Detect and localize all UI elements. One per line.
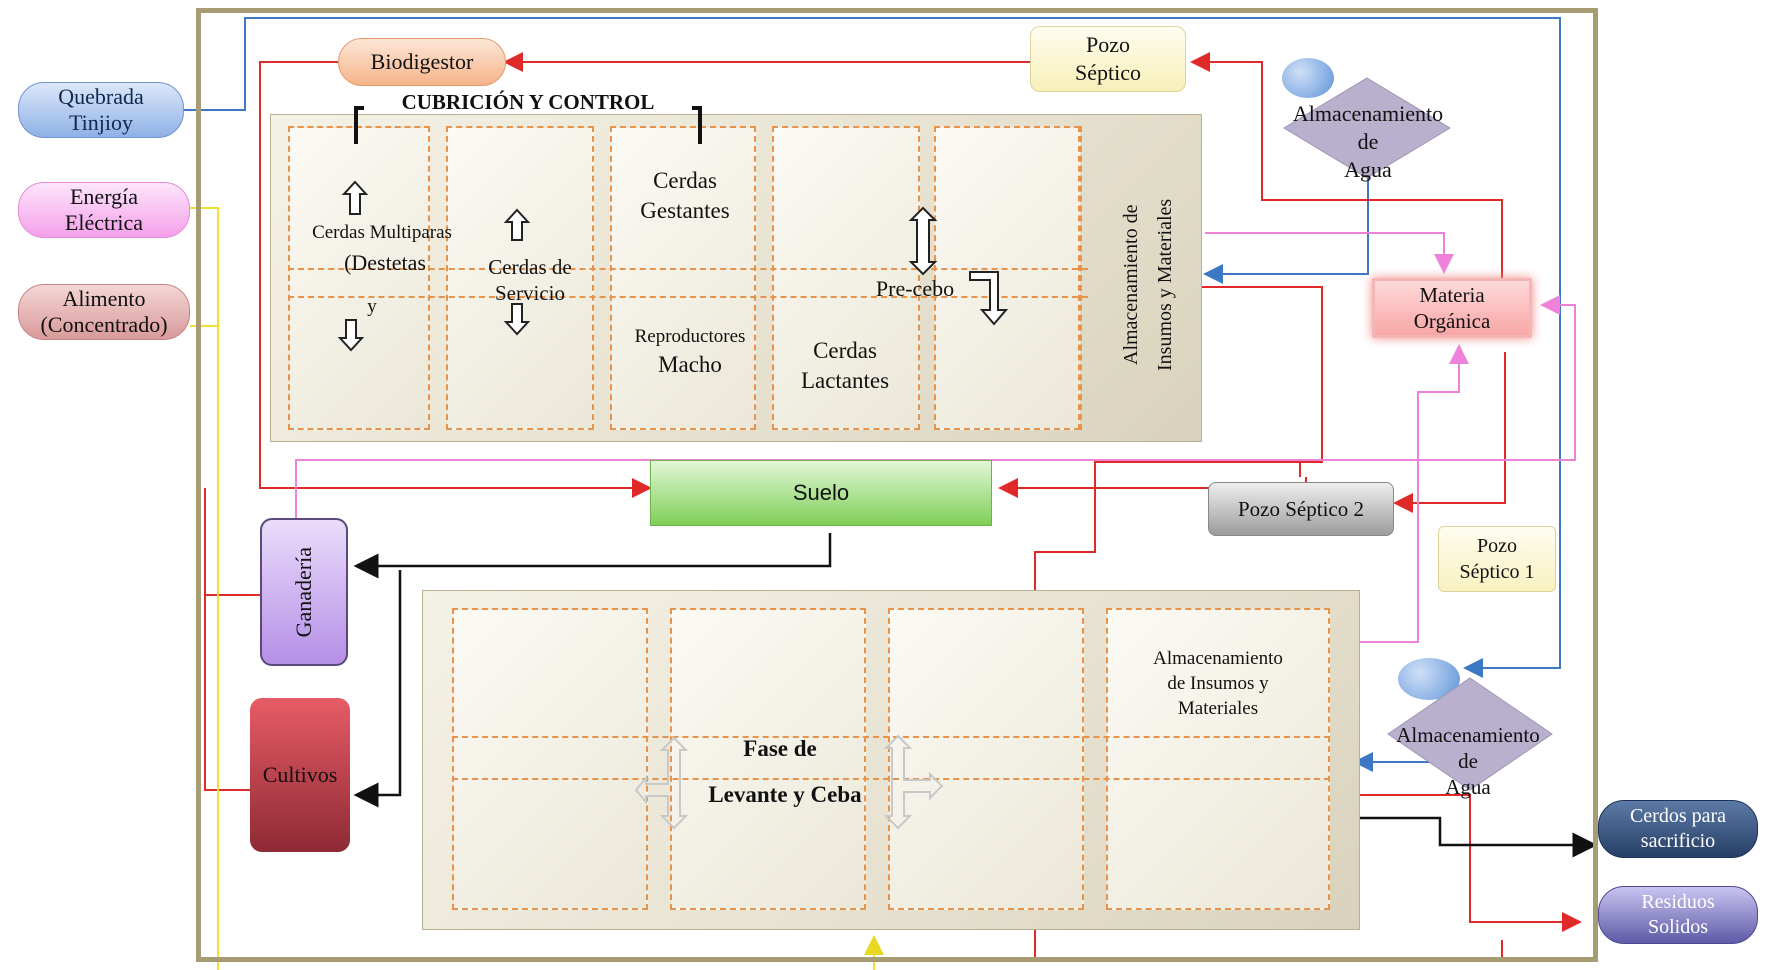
water-tank-icon (1282, 58, 1334, 98)
almacenamiento-insumos-lower-label: Almacenamiento de Insumos y Materiales (1153, 648, 1283, 719)
pen-divider (288, 296, 1088, 298)
pen-cell (1106, 608, 1330, 910)
pen-divider (288, 268, 1088, 270)
bent-down-arrow-icon (969, 271, 1009, 326)
pen-divider (452, 736, 1330, 738)
cerdas-gestantes-label: Cerdas Gestantes (640, 168, 730, 223)
storage-diamond-shape (1387, 677, 1553, 791)
ganaderia-node: Ganadería (260, 518, 348, 666)
energia-label: Energía Eléctrica (64, 184, 144, 235)
cultivos-label: Cultivos (262, 762, 338, 787)
almacenamiento-agua-label: Almacenamiento de Agua (1292, 101, 1444, 182)
y-label: y (367, 296, 377, 317)
alimento-concentrado-node: Alimento (Concentrado) (18, 284, 190, 340)
quebrada-tinjioy-node: Quebrada Tinjioy (18, 82, 184, 138)
title-bracket (354, 106, 702, 144)
pozo-septico-2-label: Pozo Séptico 2 (1238, 496, 1364, 521)
up-arrow-icon (503, 208, 531, 241)
pozo-septico-2-node: Pozo Séptico 2 (1208, 482, 1394, 536)
updown-arrow-icon (908, 206, 938, 276)
almacenamiento-insumos-label: Almacenamiento de Insumos y Materiales (1120, 198, 1176, 372)
down-arrow-icon (503, 303, 531, 336)
storage-diamond-shape (1283, 77, 1451, 179)
cultivos-node: Cultivos (250, 698, 350, 852)
farm-boundary (196, 8, 1598, 962)
pen-cell (288, 126, 430, 430)
materia-organica-node: Materia Orgánica (1372, 278, 1532, 338)
cerdas-lactantes-label: Cerdas Lactantes (800, 338, 890, 393)
pen-cell (670, 608, 866, 910)
pen-cell (888, 608, 1084, 910)
materia-organica-label: Materia Orgánica (1413, 283, 1491, 333)
cerdos-sacrificio-label: Cerdos para sacrificio (1629, 805, 1727, 852)
up-arrow-icon (341, 180, 369, 215)
black-lines (353, 533, 1598, 858)
levante-ceba-label: Levante y Ceba (708, 782, 862, 807)
residuos-solidos-label: Residuos Solidos (1641, 891, 1715, 938)
fase-de-label: Fase de (743, 736, 817, 761)
macho-label: Macho (658, 352, 722, 377)
cross-arrow-icon (883, 734, 944, 830)
pen-cell (446, 126, 594, 430)
pen-divider (1080, 126, 1098, 430)
pozo-septico-label: Pozo Séptico (1075, 32, 1141, 85)
pen-cell (934, 126, 1080, 430)
quebrada-label: Quebrada Tinjioy (58, 84, 144, 135)
cubricion-title: CUBRICIÓN Y CONTROL (401, 90, 655, 114)
pen-cell (452, 608, 648, 910)
down-arrow-icon (337, 319, 365, 352)
pozo-septico-node: Pozo Séptico (1030, 26, 1186, 92)
cerdas-multiparas-label: Cerdas Multiparas (312, 222, 452, 243)
cerdos-sacrificio-node: Cerdos para sacrificio (1598, 800, 1758, 858)
suelo-node: Suelo (650, 460, 992, 526)
energia-electrica-node: Energía Eléctrica (18, 182, 190, 238)
pre-cebo-label: Pre-cebo (875, 276, 955, 301)
pen-cell (772, 126, 920, 430)
biodigestor-node: Biodigestor (338, 38, 506, 86)
suelo-label: Suelo (792, 480, 850, 505)
reproductores-label: Reproductores (634, 326, 746, 347)
ganaderia-label: Ganadería (291, 546, 316, 638)
pozo-septico-1-node: Pozo Séptico 1 (1438, 526, 1556, 592)
residuos-solidos-node: Residuos Solidos (1598, 886, 1758, 944)
destetas-label: (Destetas (344, 250, 426, 275)
alimento-label: Alimento (Concentrado) (40, 286, 168, 337)
pink-lines (295, 232, 1576, 643)
cerdas-servicio-label: Cerdas de Servicio (488, 255, 572, 305)
cross-arrow-icon (634, 736, 689, 830)
biodigestor-label: Biodigestor (370, 49, 474, 74)
pozo-septico-1-label: Pozo Séptico 1 (1459, 535, 1535, 583)
almacenamiento-agua-2-label: Almacenamiento de Agua (1396, 723, 1540, 799)
pen-cell (610, 126, 756, 430)
